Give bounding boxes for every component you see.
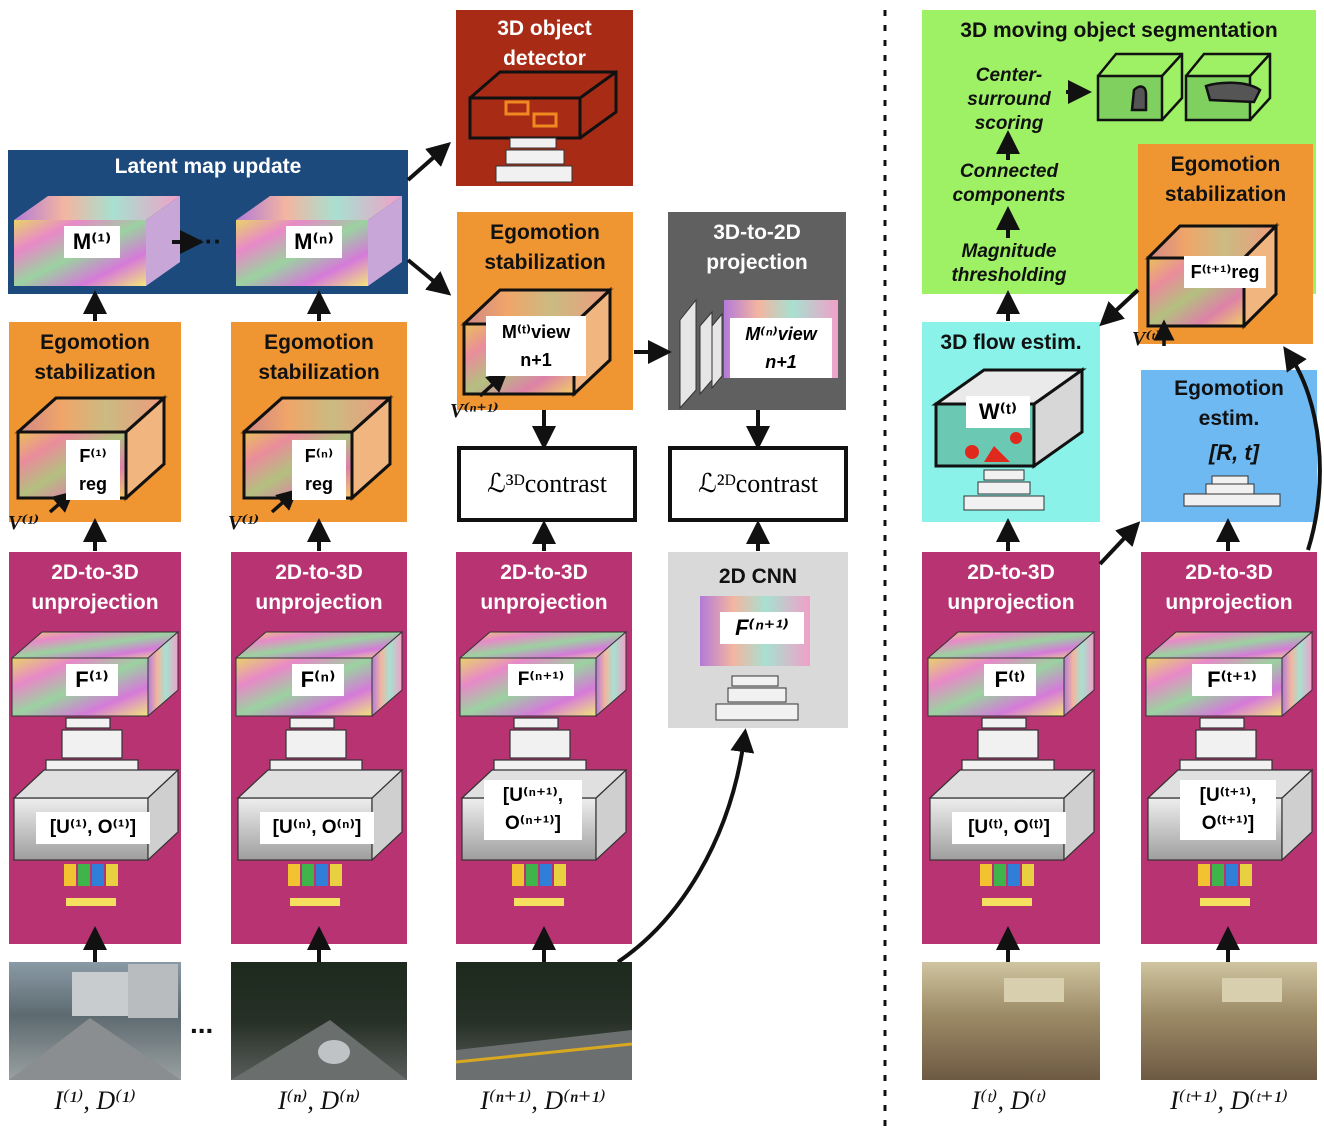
ego-view-v: V⁽ⁿ⁺¹⁾ [450, 400, 499, 422]
freg-label-2: F⁽ⁿ⁾reg [292, 440, 346, 500]
stab-cube-right [1144, 222, 1280, 330]
feat-label-2: F⁽ⁿ⁾ [292, 664, 344, 696]
v-label-1: V⁽¹⁾ [8, 512, 40, 534]
egomotion-estim-stack [1183, 475, 1281, 507]
photo-3 [455, 962, 633, 1080]
latent-dots: ··· [196, 226, 222, 256]
freg-label-1: F⁽¹⁾reg [66, 440, 120, 500]
cnn2d-label: F⁽ⁿ⁺¹⁾ [720, 612, 804, 644]
freg-label-right: F⁽ᵗ⁺¹⁾reg [1184, 256, 1266, 288]
input-filters [64, 864, 1252, 906]
caption-2: I⁽ⁿ⁾, D⁽ⁿ⁾ [277, 1086, 361, 1115]
flow-label: W⁽ᵗ⁾ [966, 396, 1030, 428]
projection-encoder [679, 298, 723, 410]
flow-stack [963, 469, 1045, 511]
photo-1 [9, 962, 181, 1080]
ellipsis: ... [190, 1008, 214, 1039]
feat-label-1: F⁽¹⁾ [66, 664, 118, 696]
ego-view-label: M⁽ᵗ⁾view n+1 [486, 316, 586, 376]
feat-label-t1: F⁽ᵗ⁺¹⁾ [1192, 664, 1272, 696]
segmentation-cubes [1096, 52, 1272, 122]
uo-label-1: [U⁽¹⁾, O⁽¹⁾] [36, 812, 150, 844]
loss-2d-box: ℒ²ᴰcontrast [668, 446, 848, 522]
segmentation-title: 3D moving object segmentation [960, 19, 1278, 42]
uo-label-2: [U⁽ⁿ⁾, O⁽ⁿ⁾] [260, 812, 374, 844]
photo-t [922, 962, 1100, 1080]
center-surround-text: Center- surround scoring [967, 65, 1051, 134]
cnn2d-stack [715, 675, 799, 721]
feat-label-3: F⁽ⁿ⁺¹⁾ [508, 664, 574, 696]
feat-label-t: F⁽ᵗ⁾ [984, 664, 1036, 696]
v-label-right: V⁽ᵗ⁾ [1132, 328, 1162, 350]
caption-t: I⁽ᵗ⁾, D⁽ᵗ⁾ [971, 1086, 1047, 1115]
uo-label-3: [U⁽ⁿ⁺¹⁾,O⁽ⁿ⁺¹⁾] [484, 780, 582, 840]
photo-t1 [1141, 962, 1317, 1080]
caption-t1: I⁽ᵗ⁺¹⁾, D⁽ᵗ⁺¹⁾ [1170, 1086, 1288, 1115]
uo-label-t1: [U⁽ᵗ⁺¹⁾,O⁽ᵗ⁺¹⁾] [1180, 780, 1276, 840]
photo-2 [231, 962, 407, 1080]
v-label-2: V⁽¹⁾ [228, 512, 260, 534]
cnn2d-title: 2D CNN [718, 565, 798, 588]
latent-m1-label: M⁽¹⁾ [64, 226, 120, 258]
loss-3d-box: ℒ³ᴰcontrast [457, 446, 637, 522]
egomotion-estim-label: [R, t] [1208, 440, 1260, 465]
detector-box [468, 70, 618, 140]
uo-label-t: [U⁽ᵗ⁾, O⁽ᵗ⁾] [952, 812, 1066, 844]
connected-components-text: Connected components [952, 161, 1066, 206]
caption-3: I⁽ⁿ⁺¹⁾, D⁽ⁿ⁺¹⁾ [480, 1086, 606, 1115]
latent-mn-label: M⁽ⁿ⁾ [286, 226, 342, 258]
detector-stack [495, 137, 573, 183]
latent-map-title: Latent map update [114, 155, 302, 178]
caption-1: I⁽¹⁾, D⁽¹⁾ [54, 1086, 136, 1115]
projection-label: M⁽ⁿ⁾view n+1 [730, 318, 832, 378]
flow-title: 3D flow estim. [940, 331, 1082, 354]
magnitude-thresholding-text: Magnitude thresholding [951, 241, 1067, 286]
